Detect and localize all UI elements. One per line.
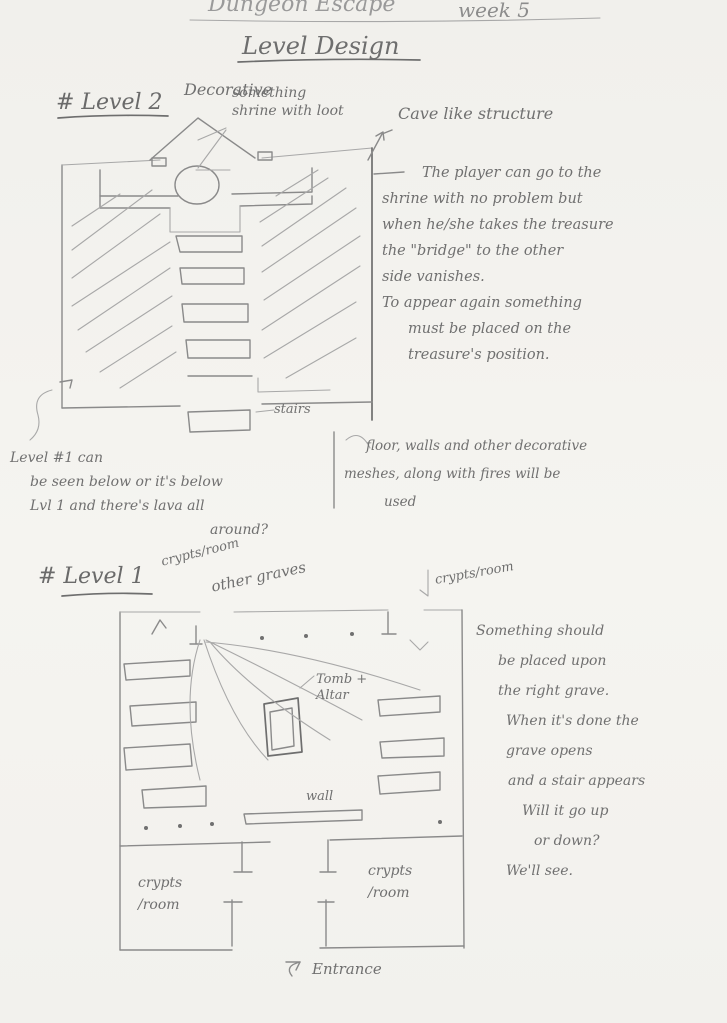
level2-note-line: when he/she takes the treasure (382, 217, 614, 233)
level2-heading-underline (57, 114, 169, 119)
below-note-line: around? (210, 522, 268, 538)
level2-cave-label: Cave like structure (398, 104, 554, 123)
level1-note-line: and a stair appears (508, 773, 646, 789)
level2-decorative-label: Decorative (184, 80, 273, 99)
level2-assets-note: floor, walls and other decorative meshes… (344, 432, 588, 516)
level2-note-line: the "bridge" to the other (382, 243, 564, 259)
title-underline (189, 17, 601, 23)
level2-map (29, 117, 405, 509)
level1-note-line: the right grave. (498, 683, 610, 699)
level2-note-line: side vanishes. (382, 269, 485, 285)
level2-note: The player can go to the shrine with no … (382, 160, 614, 368)
level1-note: Something should be placed upon the righ… (476, 616, 645, 886)
level1-note-line: grave opens (506, 743, 593, 759)
level2-shrine-label: something shrine with loot (232, 85, 344, 119)
subtitle-underline (237, 58, 421, 63)
page-title: Dungeon Escape (208, 0, 396, 17)
below-note-line: be seen below or it's below (30, 474, 223, 490)
level1-crypts-bottom-right-label: crypts /room (368, 863, 413, 901)
level1-wall-label: wall (306, 789, 334, 804)
level1-tomb-label: Tomb + Altar (316, 672, 368, 703)
level1-map (119, 569, 465, 977)
level1-note-line: We'll see. (506, 863, 573, 879)
level1-heading-underline (61, 592, 153, 597)
level1-note-line: be placed upon (498, 653, 607, 669)
level1-entrance-label: Entrance (312, 960, 382, 978)
level1-note-line: When it's done the (506, 713, 639, 729)
below-note-line: Lvl 1 and there's lava all (30, 498, 205, 514)
level1-heading: # Level 1 (38, 564, 145, 589)
level2-note-line: shrine with no problem but (382, 191, 583, 207)
page-subtitle: Level Design (242, 32, 400, 60)
level1-crypts-bottom-left-label: crypts /room (138, 875, 183, 913)
level2-heading: # Level 2 (56, 90, 163, 115)
level1-note-line: Will it go up (522, 803, 609, 819)
below-note-line: Level #1 can (10, 450, 103, 466)
assets-note-line: floor, walls and other decorative (366, 438, 588, 454)
assets-note-line: used (384, 494, 417, 510)
level2-note-line: The player can go to the (422, 165, 602, 181)
level2-note-line: To appear again something (382, 295, 582, 311)
level2-note-line: must be placed on the (408, 321, 572, 337)
level1-note-line: Something should (476, 623, 605, 639)
level2-stairs-label: stairs (274, 402, 311, 417)
assets-note-line: meshes, along with fires will be (344, 466, 561, 482)
level1-note-line: or down? (534, 833, 600, 849)
level2-below-note: Level #1 can be seen below or it's below… (10, 446, 268, 542)
corner-note: week 5 (458, 0, 530, 22)
level2-note-line: treasure's position. (408, 347, 550, 363)
